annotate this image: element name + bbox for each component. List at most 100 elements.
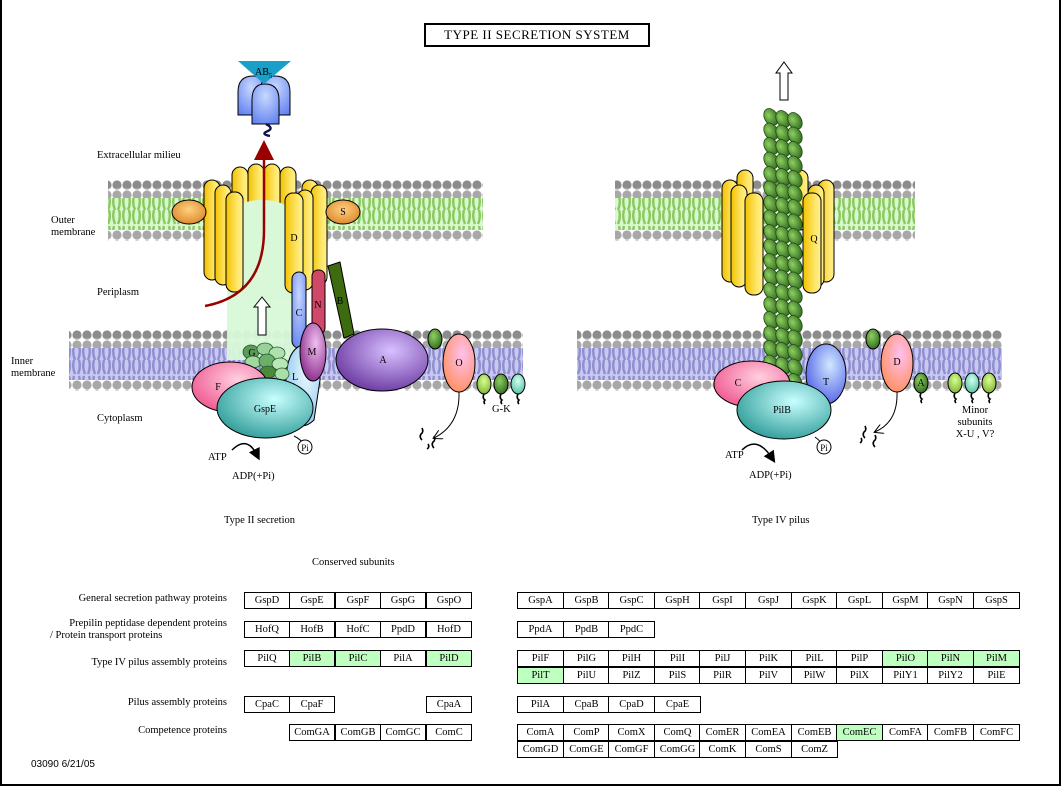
gene-box[interactable]: CpaF <box>289 696 335 713</box>
gene-box[interactable]: GspO <box>426 592 472 609</box>
protein-outer-orange[interactable] <box>171 199 207 225</box>
gene-box[interactable]: ComS <box>745 741 792 758</box>
gene-box[interactable]: ComFB <box>927 724 974 741</box>
protein-small-green-left[interactable] <box>427 328 443 350</box>
gene-box[interactable]: PpdD <box>380 621 426 638</box>
gene-box[interactable]: PilL <box>791 650 838 667</box>
gene-box[interactable]: PilO <box>882 650 929 667</box>
protein-gspA[interactable] <box>335 328 429 392</box>
gene-box[interactable]: ComK <box>699 741 746 758</box>
protein-gspE[interactable] <box>216 377 314 439</box>
gene-box[interactable]: GspH <box>654 592 701 609</box>
gene-box[interactable]: ComGC <box>380 724 426 741</box>
pseudopilins-g-k[interactable] <box>476 373 526 405</box>
gene-box[interactable]: PilY1 <box>882 667 929 684</box>
ab5-toxin[interactable] <box>237 61 291 138</box>
gene-box[interactable]: CpaC <box>244 696 290 713</box>
gene-box[interactable]: HofQ <box>244 621 290 638</box>
protein-gspB[interactable] <box>327 261 355 339</box>
gene-box[interactable]: PilT <box>517 667 564 684</box>
gene-box[interactable]: ComGG <box>654 741 701 758</box>
pilus-fiber[interactable] <box>761 106 805 393</box>
gene-box[interactable]: ComP <box>563 724 610 741</box>
gene-box[interactable]: PilF <box>517 650 564 667</box>
gene-box[interactable]: PpdB <box>563 621 610 638</box>
protein-gspS[interactable] <box>325 199 361 225</box>
gene-box[interactable]: PilH <box>608 650 655 667</box>
gene-box[interactable]: PilV <box>745 667 792 684</box>
gene-box[interactable]: CpaD <box>608 696 655 713</box>
protein-pilB[interactable] <box>736 380 832 440</box>
gene-box[interactable]: PilA <box>380 650 426 667</box>
gene-box[interactable]: ComGF <box>608 741 655 758</box>
gene-box[interactable]: PilE <box>973 667 1020 684</box>
gene-box[interactable]: GspL <box>836 592 883 609</box>
gene-box[interactable]: PilR <box>699 667 746 684</box>
gene-box[interactable]: ComZ <box>791 741 838 758</box>
secretin-q[interactable] <box>721 169 835 296</box>
gene-box[interactable]: ComFC <box>973 724 1020 741</box>
gene-box[interactable]: GspS <box>973 592 1020 609</box>
gene-box[interactable]: GspD <box>244 592 290 609</box>
gene-box[interactable]: ComX <box>608 724 655 741</box>
gene-box[interactable]: CpaA <box>426 696 472 713</box>
gene-box[interactable]: ComQ <box>654 724 701 741</box>
gene-box[interactable]: CpaB <box>563 696 610 713</box>
gene-box[interactable]: HofD <box>426 621 472 638</box>
gene-box[interactable]: CpaE <box>654 696 701 713</box>
gene-box[interactable]: PilC <box>335 650 381 667</box>
gene-box[interactable]: ComFA <box>882 724 929 741</box>
gene-box[interactable]: PpdA <box>517 621 564 638</box>
gene-box[interactable]: ComC <box>426 724 472 741</box>
svg-text:G: G <box>248 348 255 359</box>
gene-box[interactable]: PilS <box>654 667 701 684</box>
label-adp-right: ADP(+Pi) <box>749 470 792 481</box>
gene-box[interactable]: PilN <box>927 650 974 667</box>
gene-box[interactable]: PilI <box>654 650 701 667</box>
gene-box[interactable]: GspG <box>380 592 426 609</box>
gene-box[interactable]: GspN <box>927 592 974 609</box>
gene-box[interactable]: PilK <box>745 650 792 667</box>
protein-gspM[interactable] <box>299 322 327 382</box>
gene-box[interactable]: GspK <box>791 592 838 609</box>
gene-box[interactable]: ComEA <box>745 724 792 741</box>
gene-box[interactable]: PilQ <box>244 650 290 667</box>
diagram-canvas: D S C N B L M G <box>11 61 1002 526</box>
gene-box[interactable]: PilA <box>517 696 564 713</box>
gene-box[interactable]: GspC <box>608 592 655 609</box>
gene-box[interactable]: HofB <box>289 621 335 638</box>
gene-box[interactable]: PpdC <box>608 621 655 638</box>
protein-small-green-right[interactable] <box>865 328 881 350</box>
svg-text:C: C <box>735 378 742 389</box>
gene-box[interactable]: PilJ <box>699 650 746 667</box>
gene-box[interactable]: ComEC <box>836 724 883 741</box>
gene-box[interactable]: ComGE <box>563 741 610 758</box>
gene-box[interactable]: PilW <box>791 667 838 684</box>
gene-box[interactable]: PilG <box>563 650 610 667</box>
gene-box[interactable]: ComER <box>699 724 746 741</box>
gene-box[interactable]: GspJ <box>745 592 792 609</box>
gene-box[interactable]: GspI <box>699 592 746 609</box>
gene-box[interactable]: PilY2 <box>927 667 974 684</box>
svg-text:C: C <box>296 308 303 319</box>
minor-pilins[interactable] <box>919 372 997 404</box>
gene-box[interactable]: PilZ <box>608 667 655 684</box>
gene-box[interactable]: PilU <box>563 667 610 684</box>
gene-box[interactable]: ComGA <box>289 724 335 741</box>
gene-box[interactable]: PilD <box>426 650 472 667</box>
gene-box[interactable]: HofC <box>335 621 381 638</box>
gene-box[interactable]: GspE <box>289 592 335 609</box>
gene-box[interactable]: GspM <box>882 592 929 609</box>
gene-box[interactable]: GspB <box>563 592 610 609</box>
gene-box[interactable]: PilB <box>289 650 335 667</box>
gene-box[interactable]: ComGD <box>517 741 564 758</box>
gene-box[interactable]: ComEB <box>791 724 838 741</box>
gene-box[interactable]: ComA <box>517 724 564 741</box>
label-inner-membrane-2: membrane <box>11 368 56 379</box>
gene-box[interactable]: PilP <box>836 650 883 667</box>
gene-box[interactable]: GspA <box>517 592 564 609</box>
gene-box[interactable]: ComGB <box>335 724 381 741</box>
gene-box[interactable]: PilX <box>836 667 883 684</box>
gene-box[interactable]: PilM <box>973 650 1020 667</box>
gene-box[interactable]: GspF <box>335 592 381 609</box>
